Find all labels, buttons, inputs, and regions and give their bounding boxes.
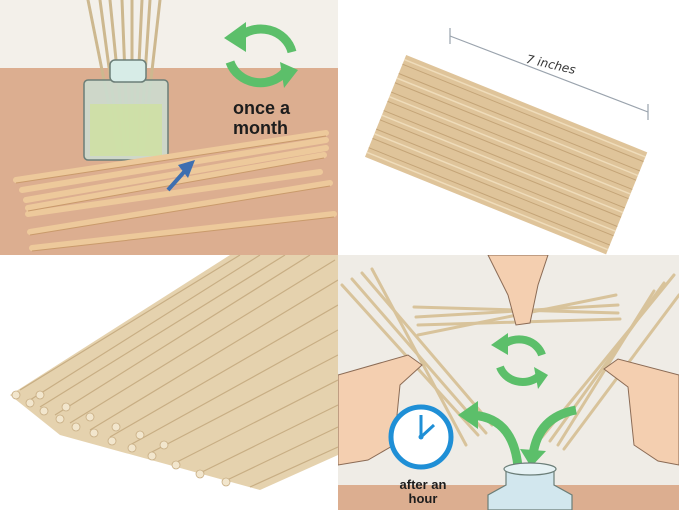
diffuser-illustration (0, 0, 338, 255)
ribbon-tie (178, 160, 195, 178)
caption-line-2: month (233, 118, 288, 139)
panel-once-a-month: once a month (0, 0, 338, 255)
caption-line-1: once a (233, 98, 291, 118)
panel-reeds-closeup (0, 255, 338, 510)
caption-line-1: after an (399, 477, 447, 492)
reed-bundle-photo (364, 28, 649, 255)
caption-after-an-hour: after an hour (392, 478, 454, 505)
caption-line-2: hour (408, 490, 438, 506)
caption-once-a-month: once a month (233, 98, 290, 138)
panel-after-an-hour: after an hour (338, 255, 679, 510)
clock-icon (388, 404, 454, 470)
panel-7-inch-reeds: 7 inches (338, 0, 679, 255)
flip-reeds-illustration (338, 255, 679, 510)
reeds-closeup-photo (10, 255, 338, 490)
